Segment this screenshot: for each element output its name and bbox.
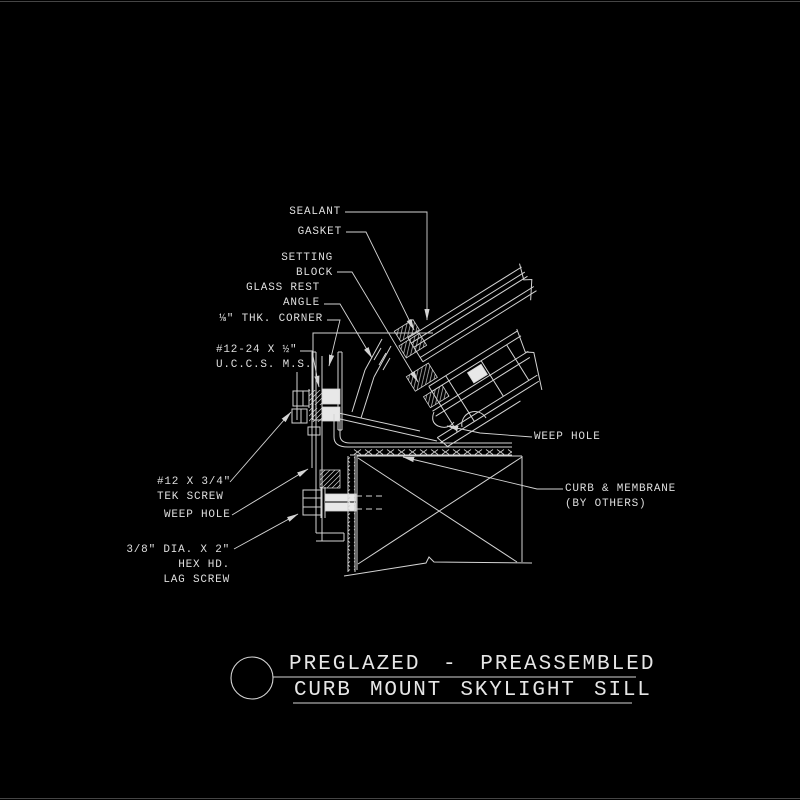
callout-uccs-screw: #12-24 X ½"U.C.C.S. M.S. [216, 344, 313, 371]
detail-title-line2: CURB MOUNT SKYLIGHT SILL [294, 679, 652, 702]
curb-blocking [343, 455, 533, 577]
leader-uccs-screw [300, 350, 320, 388]
leader-tek-screw [229, 411, 292, 483]
leader-gasket [346, 231, 415, 331]
callout-gasket: GASKET [297, 226, 342, 238]
corner-assembly [291, 332, 433, 468]
leader-weep-hole-right [446, 425, 533, 438]
detail-bubble [230, 656, 274, 700]
leader-setting-block [337, 271, 419, 383]
callout-sealant: SEALANT [289, 206, 341, 218]
callout-curb-membrane: CURB & MEMBRANE(BY OTHERS) [565, 483, 677, 510]
membrane-top-hatch [350, 447, 512, 455]
sloped-glazing-assembly [393, 263, 543, 447]
weep-gasket-block [319, 469, 341, 489]
callout-thk-corner: ⅛" THK. CORNER [219, 313, 323, 325]
sill-pan-flashing-outer [339, 418, 512, 444]
callout-weep-hole-right: WEEP HOLE [534, 431, 601, 443]
glass-unit [407, 263, 537, 363]
title-block-graphics [230, 656, 636, 704]
frame-fastener [466, 363, 488, 384]
tek-screw-lower [291, 406, 341, 424]
glass-rest-angle-strut [351, 338, 392, 419]
sill-leg-assembly [302, 464, 384, 542]
frame-break-line [516, 328, 543, 391]
weep-hole-notch [432, 411, 455, 428]
callout-tek-screw: #12 X 3/4"TEK SCREW [157, 476, 232, 503]
machine-screw-upper [292, 388, 341, 408]
curb-break-line [343, 556, 533, 577]
membrane-side-hatch [348, 456, 355, 572]
leg-foot [316, 532, 345, 542]
end-dam-arc [461, 411, 487, 428]
sill-frame-extrusion [428, 328, 543, 447]
sill-bottom-transition [333, 411, 487, 442]
lag-screw [302, 487, 384, 518]
curb-assembly [333, 414, 533, 577]
callout-lag-screw: 3/8" DIA. X 2"HEX HD.LAG SCREW [126, 544, 230, 586]
callout-leaders [229, 211, 563, 550]
leader-thk-corner [327, 319, 341, 367]
gasket-hatch [398, 332, 428, 359]
setting-block-hatch [405, 362, 438, 392]
leader-sealant [345, 211, 430, 321]
leader-curb-membrane [402, 456, 563, 490]
callout-weep-hole-left: WEEP HOLE [164, 509, 231, 521]
sill-pan-flashing-inner [333, 414, 512, 448]
detail-title-line1: PREGLAZED - PREASSEMBLED [289, 653, 656, 676]
leader-weep-hole-left [231, 468, 309, 516]
leader-glass-rest-angle [324, 303, 373, 359]
glass-break-line [519, 263, 533, 301]
leader-lag-screw [233, 513, 299, 550]
